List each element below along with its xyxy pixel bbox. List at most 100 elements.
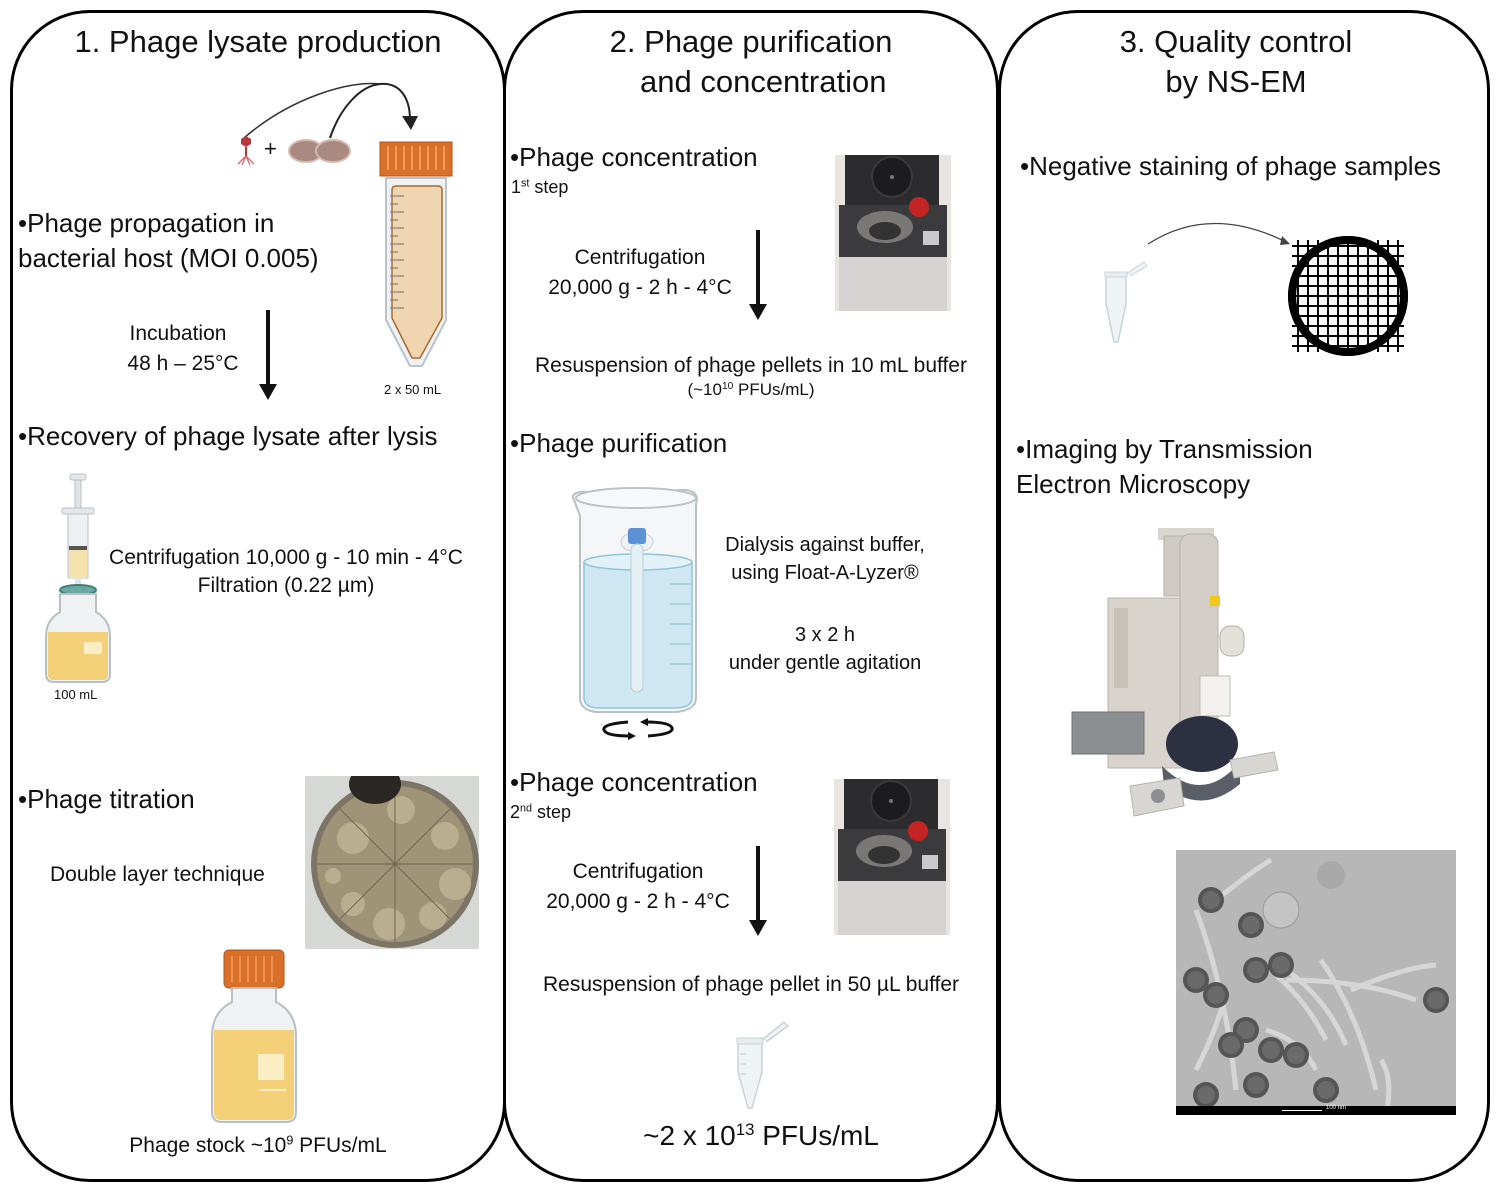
step-number: 2: [510, 802, 521, 822]
phage-capsid-core: [1222, 1036, 1240, 1054]
phage-tail: [1318, 958, 1379, 1091]
recovery-heading: •Recovery of phage lysate after lysis: [18, 421, 438, 451]
concentration1-step-label: 1st step: [511, 175, 568, 199]
staining-illustration: [1104, 222, 1408, 356]
staining-heading: •Negative staining of phage samples: [1020, 151, 1442, 181]
incubation-conditions: 48 h – 25°C: [127, 352, 239, 375]
rotation-arrows-icon: [602, 718, 674, 740]
panel3-title-line2: by NS-EM: [1165, 64, 1307, 99]
titer-suffix: PFUs/mL: [754, 1120, 879, 1151]
em-grid-icon: [1288, 236, 1408, 356]
microtube-icon: [1104, 261, 1148, 343]
phage-capsid-core: [1317, 1081, 1335, 1099]
step-word: step: [532, 802, 572, 822]
down-arrow-head-icon: [259, 384, 277, 400]
dialysis-line2: using Float-A-Lyzer®: [731, 562, 919, 584]
down-arrow: [756, 230, 760, 306]
centrifuge-photo: [834, 779, 950, 935]
titer-prefix: ~2 x 10: [643, 1120, 736, 1151]
phage-capsid-core: [1202, 891, 1220, 909]
down-arrow-head-icon: [749, 920, 767, 936]
resuspension1-titer: (~1010 PFUs/mL): [503, 380, 999, 400]
panel3-title-line1: 3. Quality control: [1119, 24, 1353, 59]
phage-capsid-core: [1197, 1086, 1215, 1104]
concentration2-method: Centrifugation: [572, 860, 704, 883]
centrifugation-filtration-line2: Filtration (0.22 µm): [197, 574, 375, 597]
phage-capsid-core: [1247, 1076, 1265, 1094]
microtube-icon: [736, 1020, 790, 1109]
tem-micrograph: 100 nm: [1176, 850, 1456, 1115]
concentration2-conditions: 20,000 g - 2 h - 4°C: [546, 890, 730, 913]
propagation-heading-line2: bacterial host (MOI 0.005): [18, 243, 319, 273]
propagation-heading-line1: •Phage propagation in: [18, 208, 275, 238]
dialysis-line1: Dialysis against buffer,: [725, 534, 925, 556]
titer-suffix: PFUs/mL: [293, 1134, 387, 1157]
titer-prefix: (~10: [687, 380, 722, 399]
empty-capsid: [1262, 891, 1300, 929]
bottle-volume-label: 100 mL: [54, 687, 98, 702]
phage-capsid-core: [1262, 1041, 1280, 1059]
arrow-head-icon: [402, 116, 418, 130]
concentration2-step-label: 2nd step: [510, 800, 571, 824]
petri-dish-photo: [305, 776, 479, 949]
imaging-heading-line2: Electron Microscopy: [1016, 469, 1251, 499]
final-titer: ~2 x 1013 PFUs/mL: [503, 1120, 1019, 1152]
phage-capsid-core: [1287, 1046, 1305, 1064]
bacterium-icon: [288, 139, 351, 163]
step-word: step: [529, 177, 569, 197]
phage-capsid-core: [1187, 971, 1205, 989]
inoculation-illustration: +: [237, 82, 418, 166]
down-arrow: [756, 846, 760, 922]
titration-method: Double layer technique: [50, 863, 265, 886]
imaging-heading-line1: •Imaging by Transmission: [1016, 434, 1313, 464]
resuspension1-text: Resuspension of phage pellets in 10 mL b…: [535, 354, 967, 377]
scale-bar-strip: 100 nm: [1176, 1105, 1456, 1115]
stock-bottle-icon: [211, 949, 297, 1123]
incubation-label: Incubation: [129, 322, 227, 345]
concentration1-heading: •Phage concentration: [510, 142, 758, 172]
titer-exponent: 13: [735, 1119, 755, 1139]
titer-exponent: 9: [286, 1133, 294, 1148]
step-number: 1: [511, 177, 522, 197]
phage-capsid-core: [1272, 956, 1290, 974]
titer-suffix: PFUs/mL): [733, 380, 815, 399]
phage-tail: [1284, 967, 1349, 1046]
plus-sign: +: [264, 136, 277, 161]
panel1-title: 1. Phage lysate production: [74, 24, 442, 59]
conical-tube-icon: [379, 141, 453, 367]
concentration1-conditions: 20,000 g - 2 h - 4°C: [548, 276, 732, 299]
step-ordinal: st: [521, 177, 530, 190]
curved-arrow-line: [329, 82, 411, 139]
dialysis-beaker-icon: [571, 487, 698, 713]
debris: [1317, 861, 1345, 889]
dialysis-duration: 3 x 2 h: [794, 624, 856, 646]
arrow-head-icon: [1280, 236, 1290, 245]
phage-capsid-core: [1427, 991, 1445, 1009]
phage-capsid-core: [1247, 961, 1265, 979]
phage-capsid-core: [1237, 1021, 1255, 1039]
resuspension2-text: Resuspension of phage pellet in 50 µL bu…: [542, 973, 960, 996]
titration-heading: •Phage titration: [18, 784, 195, 814]
titer-exponent: 10: [721, 380, 734, 392]
panel2-title-line2: and concentration: [640, 64, 887, 99]
phage-tail: [1285, 977, 1417, 1003]
scale-bar-label: 100 nm: [1326, 1105, 1347, 1111]
down-arrow: [266, 310, 270, 386]
tube-volume-label: 2 x 50 mL: [384, 382, 442, 397]
centrifuge-photo: [835, 155, 951, 311]
step-ordinal: nd: [520, 802, 533, 815]
titer-prefix: Phage stock ~10: [129, 1134, 287, 1157]
electron-microscope-photo: [1071, 528, 1279, 817]
curved-arrow-line: [243, 82, 381, 139]
down-arrow-head-icon: [749, 304, 767, 320]
dialysis-agitation: under gentle agitation: [728, 652, 922, 674]
phage-stock-titer: Phage stock ~109 PFUs/mL: [10, 1131, 506, 1161]
centrifugation-filtration-line1: Centrifugation 10,000 g - 10 min - 4°C: [109, 546, 463, 569]
scale-bar-line: [1282, 1110, 1322, 1111]
phage-capsid-core: [1207, 986, 1225, 1004]
phage-icon: [237, 136, 255, 166]
concentration1-method: Centrifugation: [574, 246, 706, 269]
panel2-title-line1: 2. Phage purification: [609, 24, 893, 59]
syringe-filter-bottle-icon: [45, 473, 111, 683]
phage-capsid-core: [1242, 916, 1260, 934]
